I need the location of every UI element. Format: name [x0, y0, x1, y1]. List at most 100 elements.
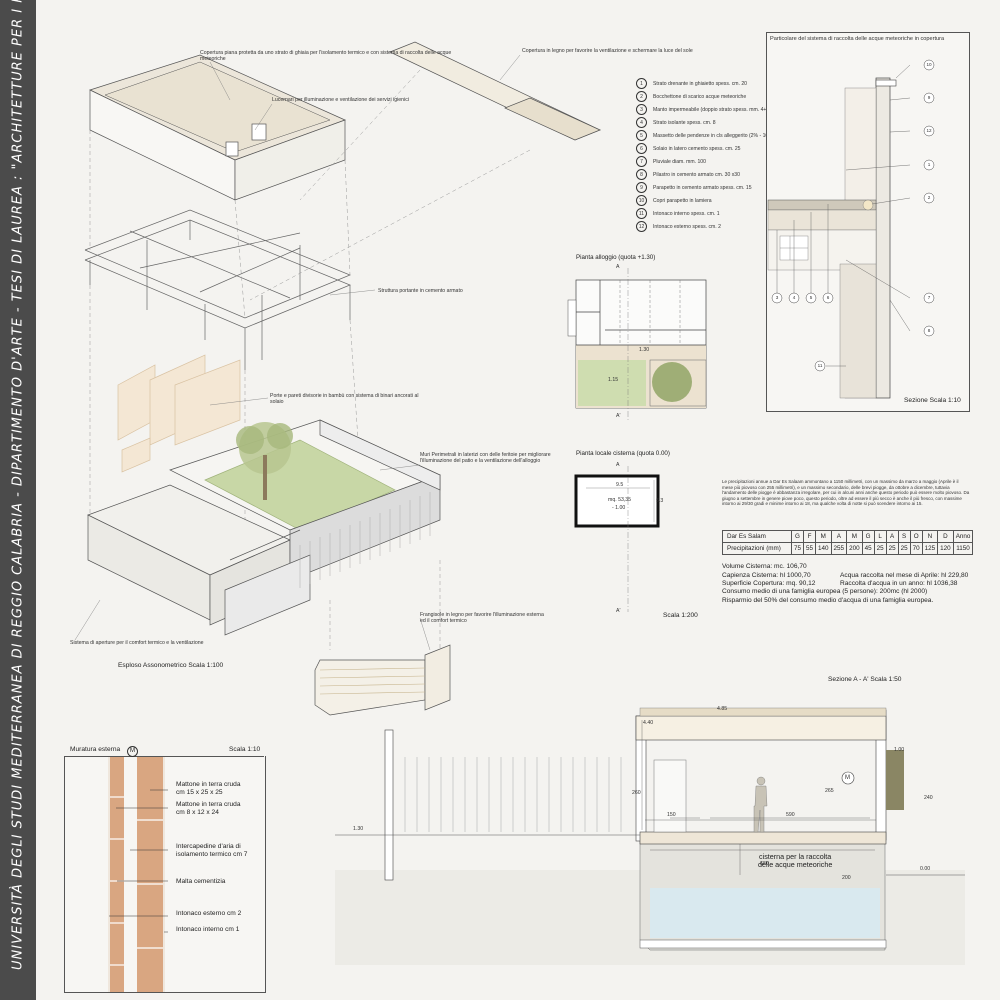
roof-surface: Superficie Copertura: mq. 90,12 — [722, 580, 816, 587]
wall-detail-title: Muratura esterna — [70, 746, 121, 753]
month-header: F — [803, 530, 817, 543]
plan-housing-dim: 1.15 — [608, 377, 619, 383]
concrete-frame — [84, 209, 351, 370]
plan-housing-dim: 1.30 — [639, 347, 650, 353]
dim-265: 265 — [825, 788, 834, 794]
cistern-label: cisterna per la raccolta delle acque met… — [758, 852, 833, 869]
detail-callout: 2 — [927, 195, 931, 200]
wall-detail-header-line — [64, 756, 264, 757]
plan-cistern-drawing — [574, 466, 660, 612]
rainfall-value: 200 — [846, 542, 863, 555]
detail-callout: 3 — [775, 295, 779, 300]
thesis-title: UNIVERSITÀ DEGLI STUDI MEDITERRANEA DI R… — [10, 0, 26, 970]
detail-callout: 7 — [927, 295, 931, 300]
month-header: M — [846, 530, 863, 543]
dim-200: 200 — [842, 875, 851, 881]
detail-callout: 6 — [826, 295, 830, 300]
section-drawing — [335, 707, 965, 965]
cistern-capacity: Capienza Cisterna: hl 1000,70 — [722, 572, 811, 579]
month-header: L — [873, 530, 887, 543]
month-header: G — [790, 530, 805, 543]
wall-detail-scale: Scala 1:10 — [229, 746, 261, 753]
month-header: O — [909, 530, 923, 543]
month-header: D — [937, 530, 954, 543]
month-header: N — [921, 530, 939, 543]
april-collection: Acqua raccolta nel mese di Aprile: hl 22… — [840, 572, 969, 579]
month-header: S — [897, 530, 911, 543]
section-mark-a: A — [616, 264, 620, 270]
family-consumption: Consumo medio di una famiglia europea (5… — [722, 588, 928, 595]
month-header: G — [861, 530, 875, 543]
wall-section-drawing — [108, 757, 168, 992]
detail-callout: 1 — [927, 162, 931, 167]
wall-layer-4: Malta cementizia — [176, 878, 226, 885]
level-right: 0.00 — [920, 866, 931, 872]
rainfall-value: 45 — [861, 542, 875, 555]
rainfall-value: 255 — [830, 542, 848, 555]
plan-housing-title: Pianta alloggio (quota +1.30) — [576, 254, 656, 261]
drain-detail-drawing — [767, 59, 935, 399]
plan-scale: Scala 1:200 — [663, 612, 698, 619]
rainfall-value: 25 — [885, 542, 899, 555]
rainfall-value: 140 — [815, 542, 832, 555]
rainfall-value: 25 — [897, 542, 911, 555]
dim-260: 260 — [632, 790, 641, 796]
month-header: M — [815, 530, 832, 543]
cistern-dim-side: 5.3 — [656, 498, 664, 504]
detail-callout: 11 — [817, 363, 823, 368]
rainfall-value: 125 — [921, 542, 939, 555]
yearly-collection: Raccolta d'acqua in un anno: hl 1036,38 — [840, 580, 958, 587]
detail-callout: 12 — [926, 128, 932, 133]
section-mark-a-prime: A' — [616, 608, 621, 614]
tree-icon — [236, 422, 293, 500]
label-canopy: Copertura in legno per favorire la venti… — [522, 48, 693, 54]
bamboo-panels — [117, 354, 241, 473]
rainfall-table: Dar Es Salam G F M A M G L A S O N D Ann… — [722, 530, 974, 555]
axonometric-drawing — [74, 41, 601, 716]
dim-240: 240 — [924, 795, 933, 801]
rainfall-value: 25 — [873, 542, 887, 555]
wall-detail-marker: M — [127, 746, 138, 757]
wall-layer-2: Mattone in terra cruda cm 8 x 12 x 24 — [176, 801, 241, 816]
rainfall-row-label: Precipitazioni (mm) — [722, 542, 792, 555]
cistern-volume: Volume Cisterna: mc. 106,70 — [722, 563, 807, 570]
wall-layer-5: Intonaco esterno cm 2 — [176, 910, 242, 917]
rainfall-value: 55 — [803, 542, 817, 555]
level-side: 1.00 — [894, 747, 905, 753]
brise-soleil — [314, 644, 451, 716]
plan-housing-drawing — [567, 268, 707, 420]
label-roof: Copertura piana protetta da uno strato d… — [200, 50, 452, 63]
section-mark-a: A — [616, 462, 620, 468]
label-bamboo: Porte e pareti divisorie in bambù con si… — [270, 393, 419, 406]
month-header: A — [830, 530, 848, 543]
detail-callout: 5 — [809, 295, 813, 300]
detail-scale: Sezione Scala 1:10 — [904, 397, 961, 404]
label-skylights: Lucernari per illuminazione e ventilazio… — [272, 97, 409, 103]
section-title: Sezione A - A' Scala 1:50 — [828, 676, 902, 683]
label-structure: Struttura portante in cemento armato — [378, 288, 463, 294]
section-room-marker: M — [845, 775, 850, 781]
rainfall-description: Le precipitazioni annue a Dar Es Salaam … — [722, 479, 970, 507]
level-top2: 4.85 — [717, 706, 728, 712]
savings-note: Risparmio del 50% del consumo medio d'ac… — [722, 597, 934, 604]
section-mark-a-prime: A' — [616, 413, 621, 419]
axonometric-title: Esploso Assonometrico Scala 1:100 — [118, 662, 224, 669]
dim-680: 680 — [760, 861, 769, 867]
cistern-area: mq. 53,35 — [608, 497, 632, 503]
wall-layer-6: Intonaco interno cm 1 — [176, 926, 240, 933]
level-top1: 4.40 — [643, 720, 654, 726]
detail-callout: 8 — [927, 328, 931, 333]
label-brise: Frangisole in legno per favorire l'illum… — [420, 612, 544, 625]
detail-callout: 9 — [927, 95, 931, 100]
